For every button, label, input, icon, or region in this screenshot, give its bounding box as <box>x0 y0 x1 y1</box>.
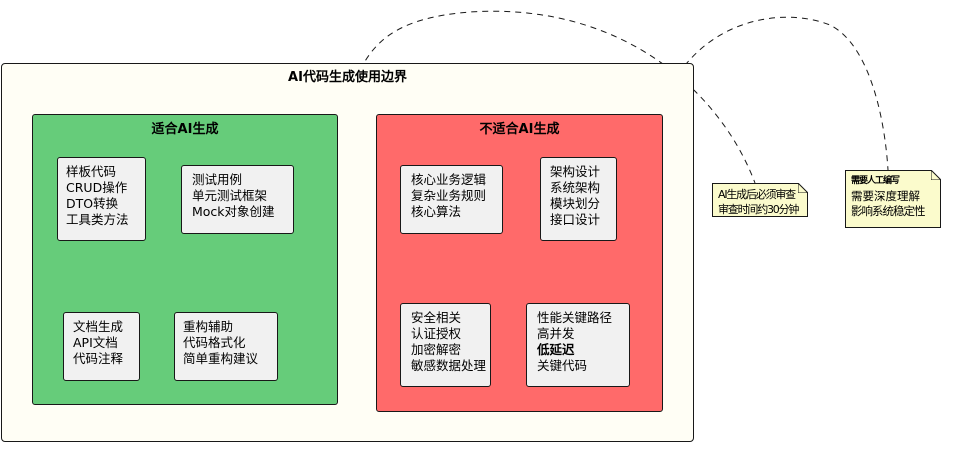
card-security: 安全相关 认证授权 加密解密 敏感数据处理 <box>400 303 491 387</box>
note-line: AI生成后必须审查 <box>718 188 795 201</box>
note-fold-icon <box>798 183 808 193</box>
card-line: API文档 <box>73 335 118 350</box>
card-line: 安全相关 <box>411 310 462 325</box>
card-architecture: 架构设计 系统架构 模块划分 接口设计 <box>540 157 617 241</box>
card-line: 敏感数据处理 <box>411 358 487 373</box>
note-line: 需要深度理解 <box>851 189 920 203</box>
note-line: 需要人工编写 <box>851 176 900 186</box>
note-fold-icon <box>931 170 941 180</box>
card-line: 认证授权 <box>411 326 462 341</box>
card-line: 接口设计 <box>550 212 601 227</box>
card-line: CRUD操作 <box>66 180 128 195</box>
card-line: 样板代码 <box>66 164 117 179</box>
note-line: 影响系统稳定性 <box>851 204 925 218</box>
card-line: 关键代码 <box>537 358 588 373</box>
unsuitable-package-title: 不适合AI生成 <box>479 122 560 137</box>
card-line: 工具类方法 <box>66 212 129 227</box>
card-line: 单元测试框架 <box>192 188 268 203</box>
card-refactor-assist: 重构辅助 代码格式化 简单重构建议 <box>174 312 278 381</box>
card-line: 架构设计 <box>550 164 601 179</box>
card-line: 简单重构建议 <box>183 351 259 366</box>
card-line: 文档生成 <box>73 319 124 334</box>
card-line: 系统架构 <box>550 180 601 195</box>
card-boilerplate: 样板代码 CRUD操作 DTO转换 工具类方法 <box>57 157 146 241</box>
card-line: 高并发 <box>537 326 575 341</box>
card-doc-generation: 文档生成 API文档 代码注释 <box>63 312 140 381</box>
card-line: 代码注释 <box>73 351 124 366</box>
diagram-title: AI代码生成使用边界 <box>288 70 407 85</box>
card-line: 复杂业务规则 <box>411 188 487 203</box>
card-line: 重构辅助 <box>183 319 234 334</box>
note-line: 审查时间约30分钟 <box>718 203 799 216</box>
card-line: 代码格式化 <box>183 335 246 350</box>
card-test-cases: 测试用例 单元测试框架 Mock对象创建 <box>181 165 294 234</box>
suitable-package-title: 适合AI生成 <box>151 122 219 137</box>
card-line: 模块划分 <box>550 196 601 211</box>
card-line: 核心业务逻辑 <box>411 172 487 187</box>
card-line: 核心算法 <box>411 204 462 219</box>
card-line: Mock对象创建 <box>192 204 275 219</box>
card-line: DTO转换 <box>66 196 119 211</box>
card-line: 低延迟 <box>537 342 575 357</box>
note-review-required: AI生成后必须审查 审查时间约30分钟 <box>712 183 808 217</box>
card-line: 测试用例 <box>192 172 243 187</box>
note-manual-writing: 需要人工编写 需要深度理解 影响系统稳定性 <box>845 170 941 228</box>
connector-unsuitable-to-note <box>658 16 889 171</box>
card-core-business: 核心业务逻辑 复杂业务规则 核心算法 <box>400 165 503 234</box>
card-line: 性能关键路径 <box>537 310 613 325</box>
card-performance: 性能关键路径 高并发 低延迟 关键代码 <box>526 303 630 387</box>
card-line: 加密解密 <box>411 342 462 357</box>
